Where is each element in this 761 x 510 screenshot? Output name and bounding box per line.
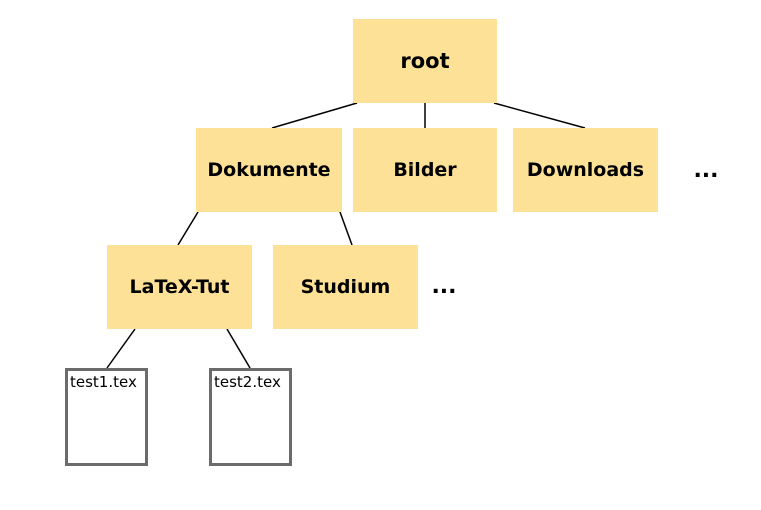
level3-more-ellipsis: ... <box>431 274 457 299</box>
tree-node-file-test1-label: test1.tex <box>70 373 137 391</box>
tree-node-file-test2-label: test2.tex <box>214 373 281 391</box>
tree-node-root-label: root <box>400 49 450 73</box>
edge-latextut-test2 <box>226 328 251 369</box>
tree-node-downloads-label: Downloads <box>526 159 645 181</box>
tree-node-file-test1: test1.tex <box>65 368 148 466</box>
tree-node-dokumente: Dokumente <box>196 128 342 212</box>
tree-node-studium-label: Studium <box>300 276 391 298</box>
tree-node-bilder-label: Bilder <box>393 159 457 181</box>
tree-node-file-test2: test2.tex <box>209 368 292 466</box>
tree-node-bilder: Bilder <box>353 128 497 212</box>
edge-dokumente-latextut <box>177 211 199 246</box>
edge-root-dokumente <box>271 102 358 129</box>
tree-node-studium: Studium <box>273 245 418 329</box>
tree-node-latex-tut: LaTeX-Tut <box>107 245 252 329</box>
edge-root-downloads <box>493 102 586 129</box>
edge-latextut-test1 <box>106 328 136 369</box>
edge-dokumente-studium <box>339 211 353 246</box>
level2-more-ellipsis: ... <box>693 158 719 183</box>
tree-node-dokumente-label: Dokumente <box>207 159 331 181</box>
tree-node-downloads: Downloads <box>513 128 658 212</box>
tree-node-root: root <box>353 19 497 103</box>
tree-node-latex-tut-label: LaTeX-Tut <box>129 276 230 298</box>
